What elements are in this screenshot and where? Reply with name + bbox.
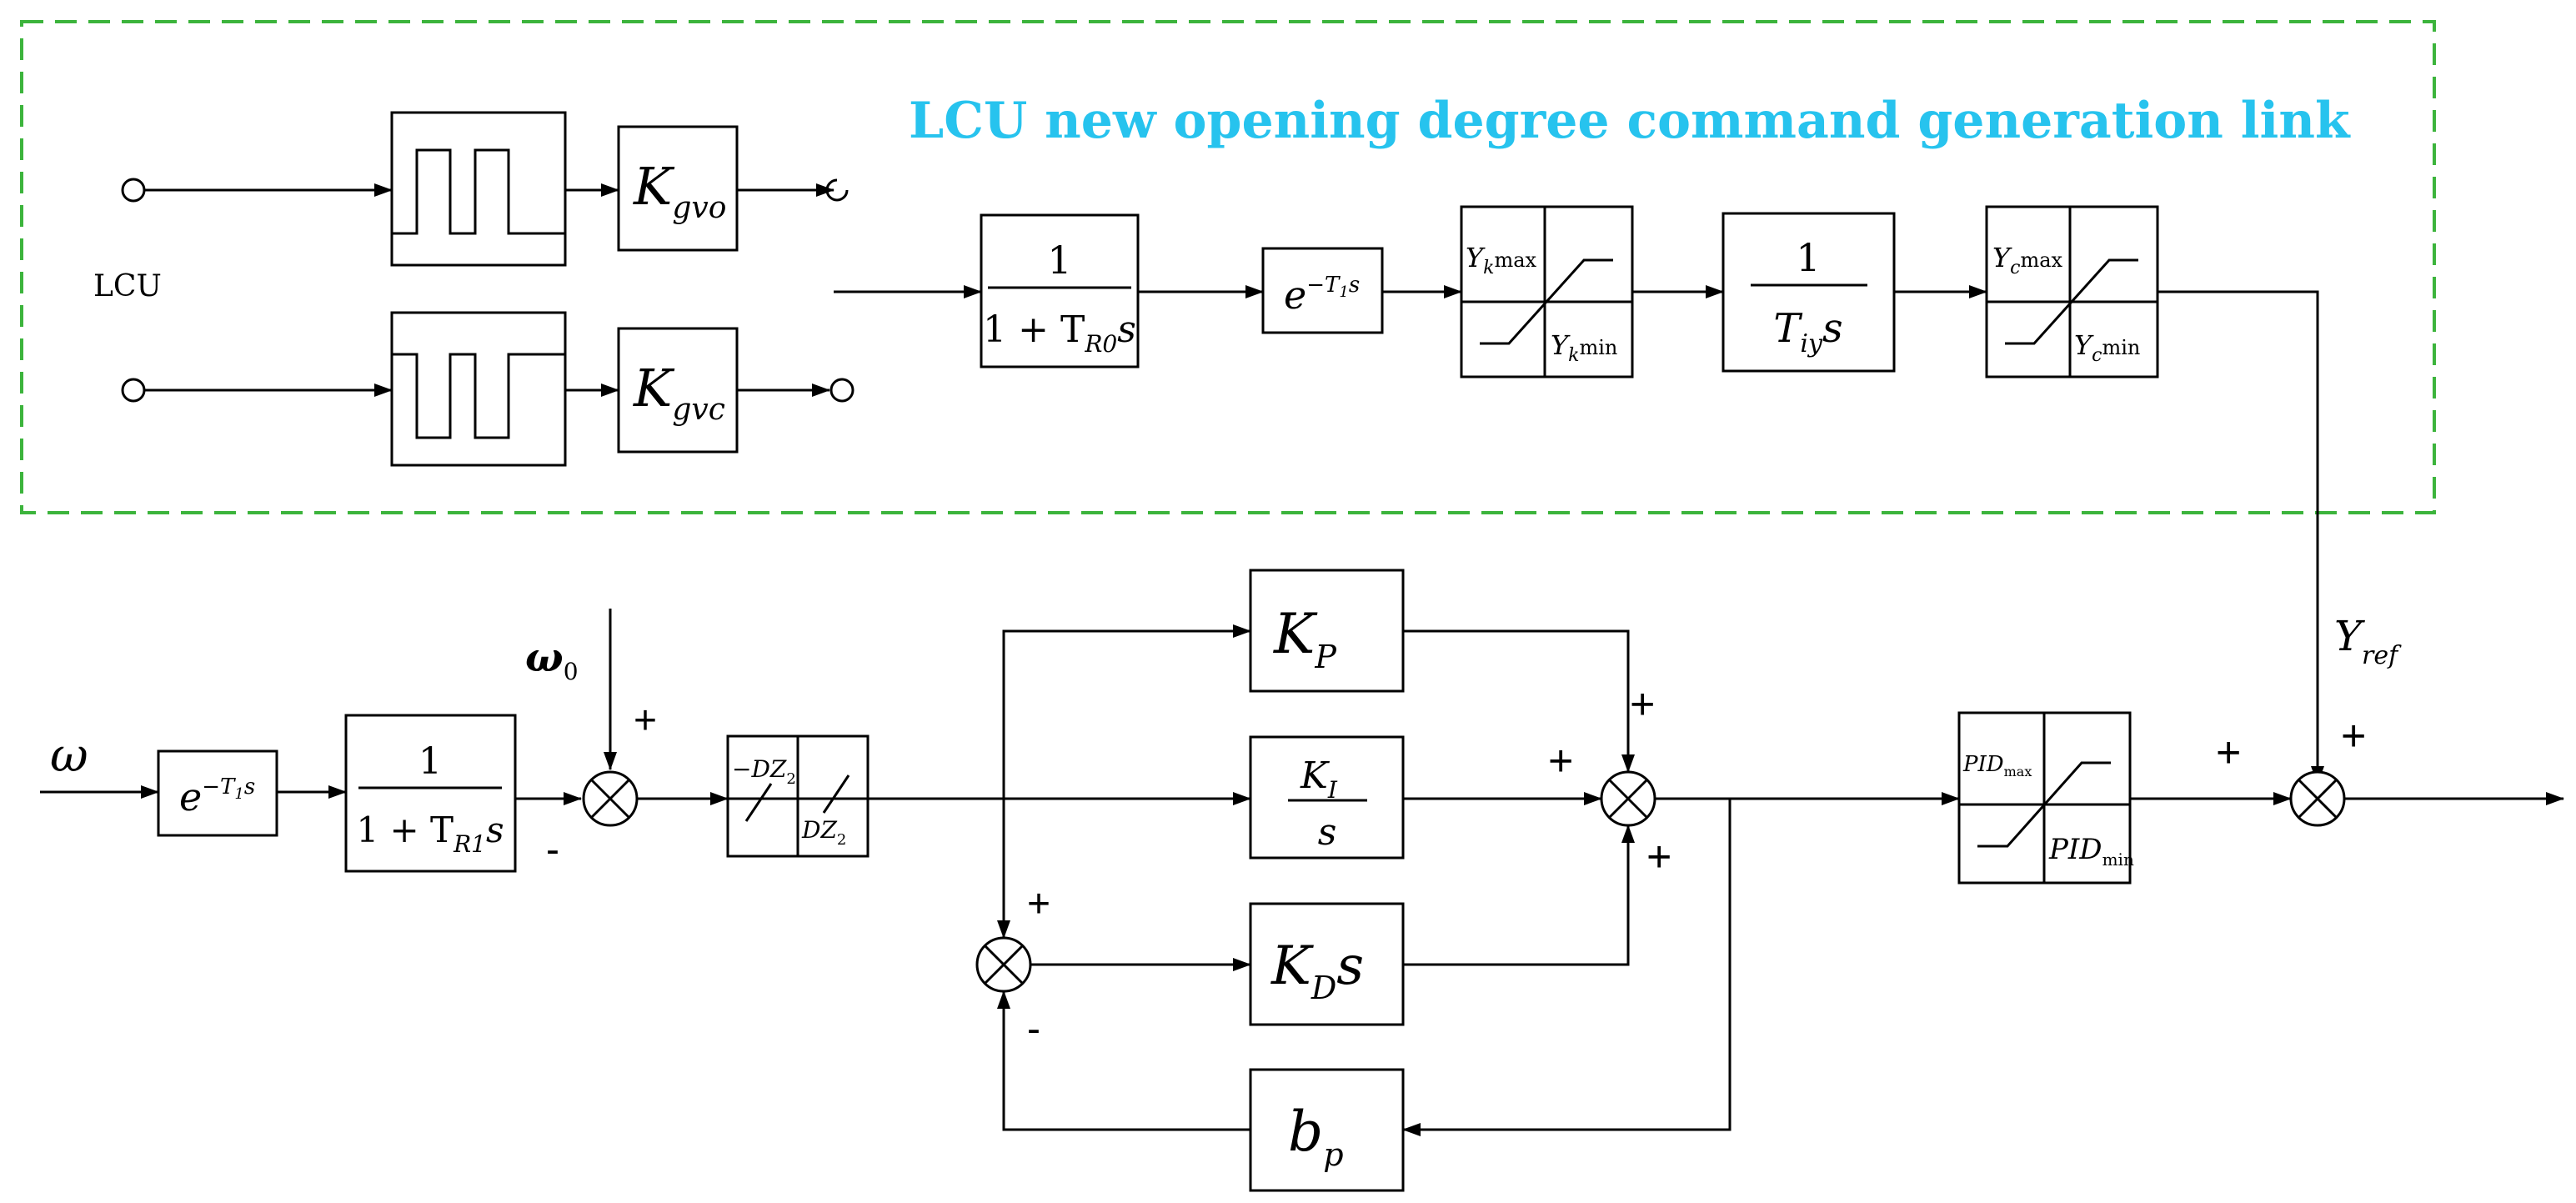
lcu-open-pulse-block: [390, 111, 567, 267]
ki-num: KI: [1300, 754, 1338, 804]
pulse-open-wave-icon: [392, 148, 565, 235]
speed-delay-label: e−T1s: [179, 774, 255, 820]
pulse-close-wave-icon: [392, 353, 565, 439]
cmd-outputlimit-block: [1985, 205, 2159, 378]
sum2-to-bp: [1402, 799, 1732, 1136]
kp-label: KP: [1273, 602, 1337, 675]
sum2-bottom-plus-sign: +: [1646, 833, 1671, 881]
cmd-integrator-den: Tiys: [1773, 305, 1842, 358]
cmd-ratelimit-curve-icon: [1480, 258, 1613, 345]
ki-den: s: [1318, 811, 1337, 854]
cmd-delay-label: e−T1s: [1284, 273, 1360, 318]
sum2-left-plus-sign: +: [1548, 737, 1573, 785]
lcu-region-border: [20, 20, 2436, 514]
lcu-close-input-terminal: [121, 378, 146, 403]
derivative-sum-minus-sign: -: [1027, 1007, 1040, 1051]
lcu-close-gain-block: [617, 327, 739, 454]
cmd-filter-num: 1: [1047, 238, 1071, 283]
cmd-ratelimit-min: Ykmin: [1551, 329, 1617, 366]
derivative-sum-plus-sign: +: [1027, 882, 1050, 926]
lcu-open-output-terminal: [825, 178, 849, 202]
speed-filter-block: [344, 714, 517, 873]
lcu-open-input-terminal: [121, 178, 146, 203]
bp-label: bp: [1288, 1100, 1344, 1173]
deadzone-curve-right-icon: [822, 774, 850, 814]
speed-filter-num: 1: [418, 740, 442, 783]
cmd-outputlimit-curve-icon: [2005, 258, 2138, 345]
bp-block: [1249, 1068, 1405, 1192]
deadzone-neg-label: −DZ2: [732, 755, 796, 788]
cmd-ratelimit-max: Ykmax: [1466, 242, 1537, 278]
cmd-filter-block: [980, 213, 1140, 368]
deadzone-curve-left-icon: [744, 783, 773, 822]
lcu-open-gain-label: Kgvo: [633, 156, 726, 225]
lcu-close-gain-label: Kgvc: [633, 358, 725, 427]
deadzone-pos-label: DZ2: [801, 816, 846, 849]
sum1-minus-sign: -: [546, 828, 559, 872]
cmd-output-to-yref: [2158, 290, 2324, 784]
pid-limit-curve-icon: [1977, 761, 2111, 848]
pid-limit-max: PIDmax: [1962, 752, 2032, 779]
cmd-outputlimit-max: Ycmax: [1992, 242, 2063, 278]
sum-junction-derivative: [975, 936, 1032, 993]
cmd-filter-den: 1 + TR0s: [983, 308, 1136, 358]
kp-block: [1249, 569, 1405, 693]
cmd-integrator-block: [1722, 212, 1896, 373]
kd-label: KDs: [1270, 935, 1364, 1006]
lcu-close-output-terminal: [829, 378, 854, 403]
bp-to-derivative-sum: [997, 990, 1250, 1131]
sum-junction-2: [1600, 770, 1656, 827]
omega-input-label: ω: [50, 729, 88, 783]
lcu-open-gain-block: [617, 125, 739, 252]
cmd-outputlimit-min: Ycmin: [2074, 329, 2140, 366]
lcu-label: LCU: [93, 269, 162, 303]
branch-to-kp: [1002, 624, 1251, 799]
kd-to-sum2: [1403, 825, 1635, 966]
cmd-ratelimit-block: [1460, 205, 1634, 378]
omega0-label: ω0: [525, 634, 579, 685]
sum-junction-1: [582, 770, 639, 827]
sum1-plus-sign: +: [634, 699, 657, 743]
region-title: LCU new opening degree command generatio…: [909, 92, 2351, 150]
sum2-top-plus-sign: +: [1630, 680, 1655, 729]
speed-filter-den: 1 + TR1s: [356, 810, 504, 858]
sum3-top-plus-sign: +: [2341, 712, 2366, 760]
cmd-integrator-num: 1: [1796, 235, 1820, 280]
kp-to-sum2: [1403, 629, 1635, 773]
pid-limit-min: PIDmin: [2048, 833, 2134, 870]
lcu-close-pulse-block: [390, 311, 567, 467]
yref-label: Yref: [2334, 612, 2402, 670]
sum3-left-plus-sign: +: [2216, 729, 2241, 777]
sum-junction-3: [2289, 770, 2346, 827]
speed-delay-block: [157, 749, 278, 837]
